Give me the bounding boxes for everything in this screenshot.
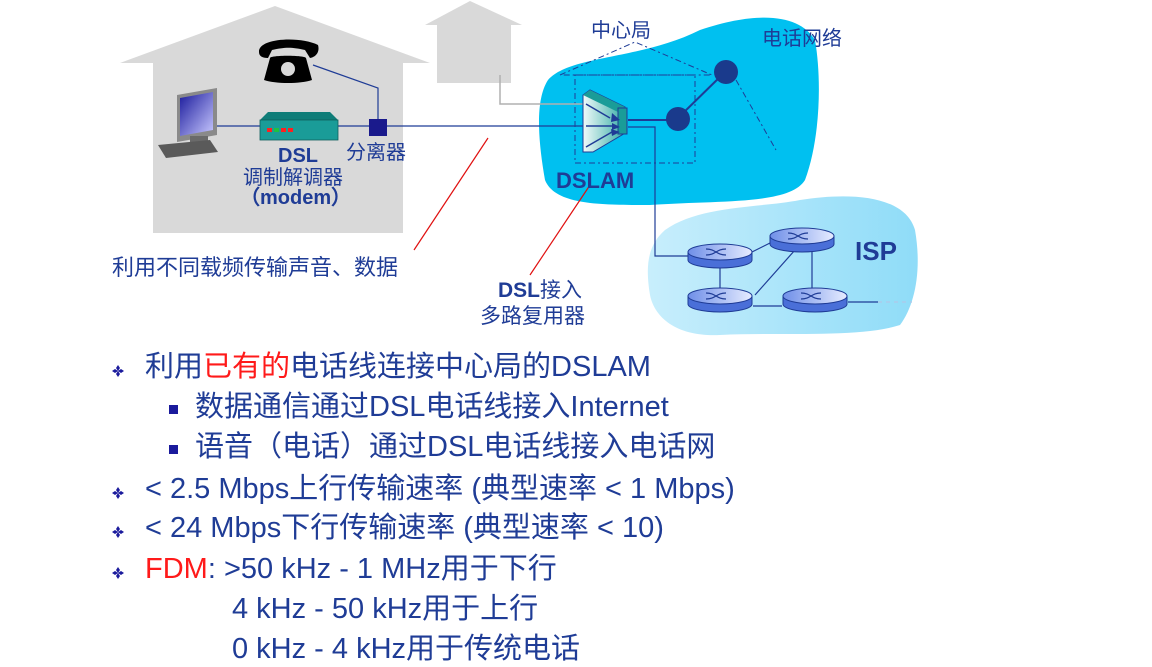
dslam-note-access: 接入 <box>540 278 582 302</box>
router-icon <box>769 227 835 253</box>
modem-label-name: 调制解调器 <box>243 165 343 189</box>
neighbor-house <box>425 1 522 83</box>
dsl-network-diagram: 中心局 电话网络 分离器 DSL 调制解调器 （modem） DSLAM ISP… <box>112 1 918 336</box>
bullet-item: 语音（电话）通过DSL电话线接入电话网 <box>195 433 715 462</box>
router-icon <box>687 287 753 313</box>
splitter-icon <box>369 119 387 136</box>
diamond-bullet-icon <box>110 565 126 581</box>
diamond-bullet-icon <box>110 485 126 501</box>
highlighted-text: FDM <box>145 553 208 585</box>
dsl-modem-icon <box>259 112 339 141</box>
bullet-text: < 2.5 Mbps上行传输速率 (典型速率 < 1 Mbps) <box>145 473 735 505</box>
diamond-bullet-icon <box>110 524 126 540</box>
bullet-item: 利用已有的电话线连接中心局的DSLAM <box>145 353 651 382</box>
bullet-item: 4 kHz - 50 kHz用于上行 <box>232 595 538 624</box>
splitter-label: 分离器 <box>346 140 406 164</box>
neighbor-line <box>499 75 590 105</box>
bullet-text: 4 kHz - 50 kHz用于上行 <box>232 593 539 625</box>
diagram-canvas <box>120 1 918 336</box>
bullet-text: 利用 <box>145 351 204 383</box>
telephone-icon <box>258 39 319 83</box>
bullet-text: 0 kHz - 4 kHz用于传统电话 <box>232 633 581 665</box>
dslam-label: DSLAM <box>556 168 635 193</box>
highlighted-text: 已有的 <box>203 351 291 383</box>
square-bullet-icon <box>169 405 178 414</box>
modem-label-dsl: DSL <box>278 145 318 167</box>
bullet-text: 电话线连接中心局的DSLAM <box>290 351 651 383</box>
telephone-switch-node <box>666 107 690 131</box>
router-icon <box>687 243 753 269</box>
square-bullet-icon <box>169 445 178 454</box>
modem-label-english: （modem） <box>240 187 352 209</box>
isp-links <box>719 242 878 307</box>
bullet-item: < 2.5 Mbps上行传输速率 (典型速率 < 1 Mbps) <box>145 475 735 504</box>
home-house <box>120 6 430 233</box>
diamond-bullet-icon <box>110 363 126 379</box>
dslam-device <box>582 89 628 153</box>
carrier-frequency-note: 利用不同载频传输声音、数据 <box>112 256 399 281</box>
bullet-text: 数据通信通过DSL电话线接入Internet <box>195 391 669 423</box>
computer-icon <box>158 88 218 158</box>
router-icon <box>782 287 848 313</box>
bullet-text: < 24 Mbps下行传输速率 (典型速率 < 10) <box>145 512 664 544</box>
dslam-note-line2: 多路复用器 <box>480 304 585 328</box>
annotation-pointers <box>413 137 591 276</box>
central-office-boundary <box>559 41 777 164</box>
dslam-note-dsl: DSL <box>498 279 540 302</box>
isp-label: ISP <box>855 236 897 266</box>
bullet-item: < 24 Mbps下行传输速率 (典型速率 < 10) <box>145 514 664 543</box>
telephone-switch-node <box>714 60 738 84</box>
bullet-item: FDM: >50 kHz - 1 MHz用于下行 <box>145 555 557 584</box>
bullet-item: 0 kHz - 4 kHz用于传统电话 <box>232 635 580 664</box>
dslam-note-line1: DSL接入 <box>498 278 582 302</box>
bullet-text: : >50 kHz - 1 MHz用于下行 <box>207 553 557 585</box>
central-office-label: 中心局 <box>591 18 651 42</box>
telephone-network-label: 电话网络 <box>762 26 842 50</box>
bullet-text: 语音（电话）通过DSL电话线接入电话网 <box>195 431 716 463</box>
bullet-item: 数据通信通过DSL电话线接入Internet <box>195 393 669 422</box>
